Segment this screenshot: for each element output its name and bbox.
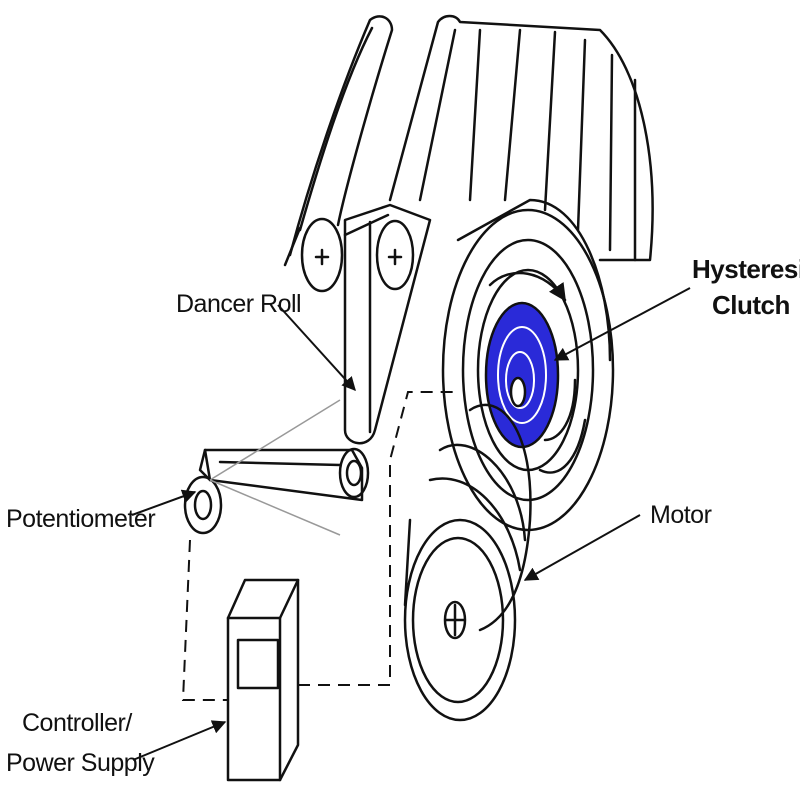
pot-sight-lines: [209, 399, 341, 536]
motor-body: [403, 403, 532, 722]
dancer-arm: [198, 447, 370, 502]
label-power-supply: Power Supply: [6, 749, 155, 777]
clutch-leader: [553, 287, 691, 361]
clutch-core: [484, 301, 560, 449]
wiring: [181, 391, 460, 701]
potentiometer-body: [183, 475, 223, 535]
potentiometer-leader: [131, 489, 197, 516]
web-material-left: [283, 15, 394, 267]
label-dancer-roll: Dancer Roll: [176, 290, 301, 318]
motor-leader: [523, 514, 641, 581]
web-to-dancer: [343, 203, 432, 445]
label-controller: Controller/: [22, 709, 132, 737]
dancer-roll-leader: [277, 304, 356, 392]
label-clutch: Clutch: [712, 290, 790, 320]
dancer-roll-upper-right: [375, 219, 415, 291]
label-motor: Motor: [650, 501, 712, 529]
label-potentiometer: Potentiometer: [6, 505, 155, 533]
controller-box: [226, 578, 300, 782]
label-hysteresis: Hysteresis: [692, 254, 800, 284]
dancer-roll-upper-left: [300, 217, 344, 293]
web-material-right: [388, 14, 654, 262]
controller-leader: [132, 720, 227, 761]
